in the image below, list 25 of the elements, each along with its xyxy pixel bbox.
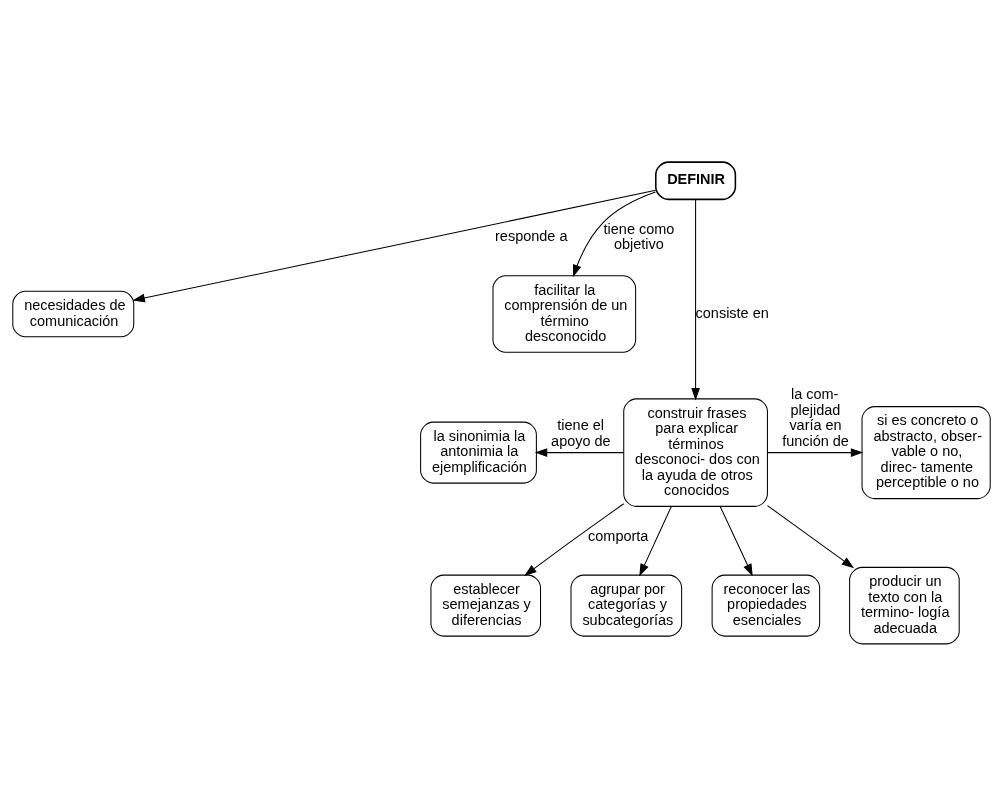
node-box: necesidades de comunicación xyxy=(12,290,135,338)
edge-label: tiene como objetivo xyxy=(603,220,675,253)
arrow xyxy=(691,198,700,401)
node-box: la sinonimia la antonimia la ejemplificación xyxy=(420,421,537,484)
node-box: establecer semejanzas y diferencias xyxy=(430,574,542,637)
edge-label: comporta xyxy=(588,527,649,544)
arrow xyxy=(534,448,624,457)
node-box: facilitar la comprensión de un término desconocido xyxy=(492,275,637,353)
edge-label: la com- plejidad varía en función de xyxy=(782,386,849,449)
node-box: agrupar por categorías y subcategorías xyxy=(570,574,683,637)
edge-label: tiene el apoyo de xyxy=(551,417,611,449)
node-box: construir frases para explicar términos desconoci- dos con la ayuda de otros conocidos xyxy=(623,398,768,507)
arrow xyxy=(766,505,855,569)
arrow xyxy=(524,503,625,576)
node-box: reconocer las propiedades esenciales xyxy=(711,574,821,637)
node-box: producir un texto con la termino- logía adecuada xyxy=(849,566,960,645)
arrow xyxy=(572,191,656,278)
arrow xyxy=(639,505,672,577)
arrow xyxy=(132,189,657,303)
node-box: si es concreto o abstracto, obser- vable o no, direc- tamente perceptible o no xyxy=(861,406,991,500)
node-box: DEFINIR xyxy=(655,161,737,201)
arrow xyxy=(719,505,753,577)
edge-label: responde a xyxy=(495,228,568,245)
edge-label: consiste en xyxy=(695,304,769,321)
arrow xyxy=(767,448,864,457)
